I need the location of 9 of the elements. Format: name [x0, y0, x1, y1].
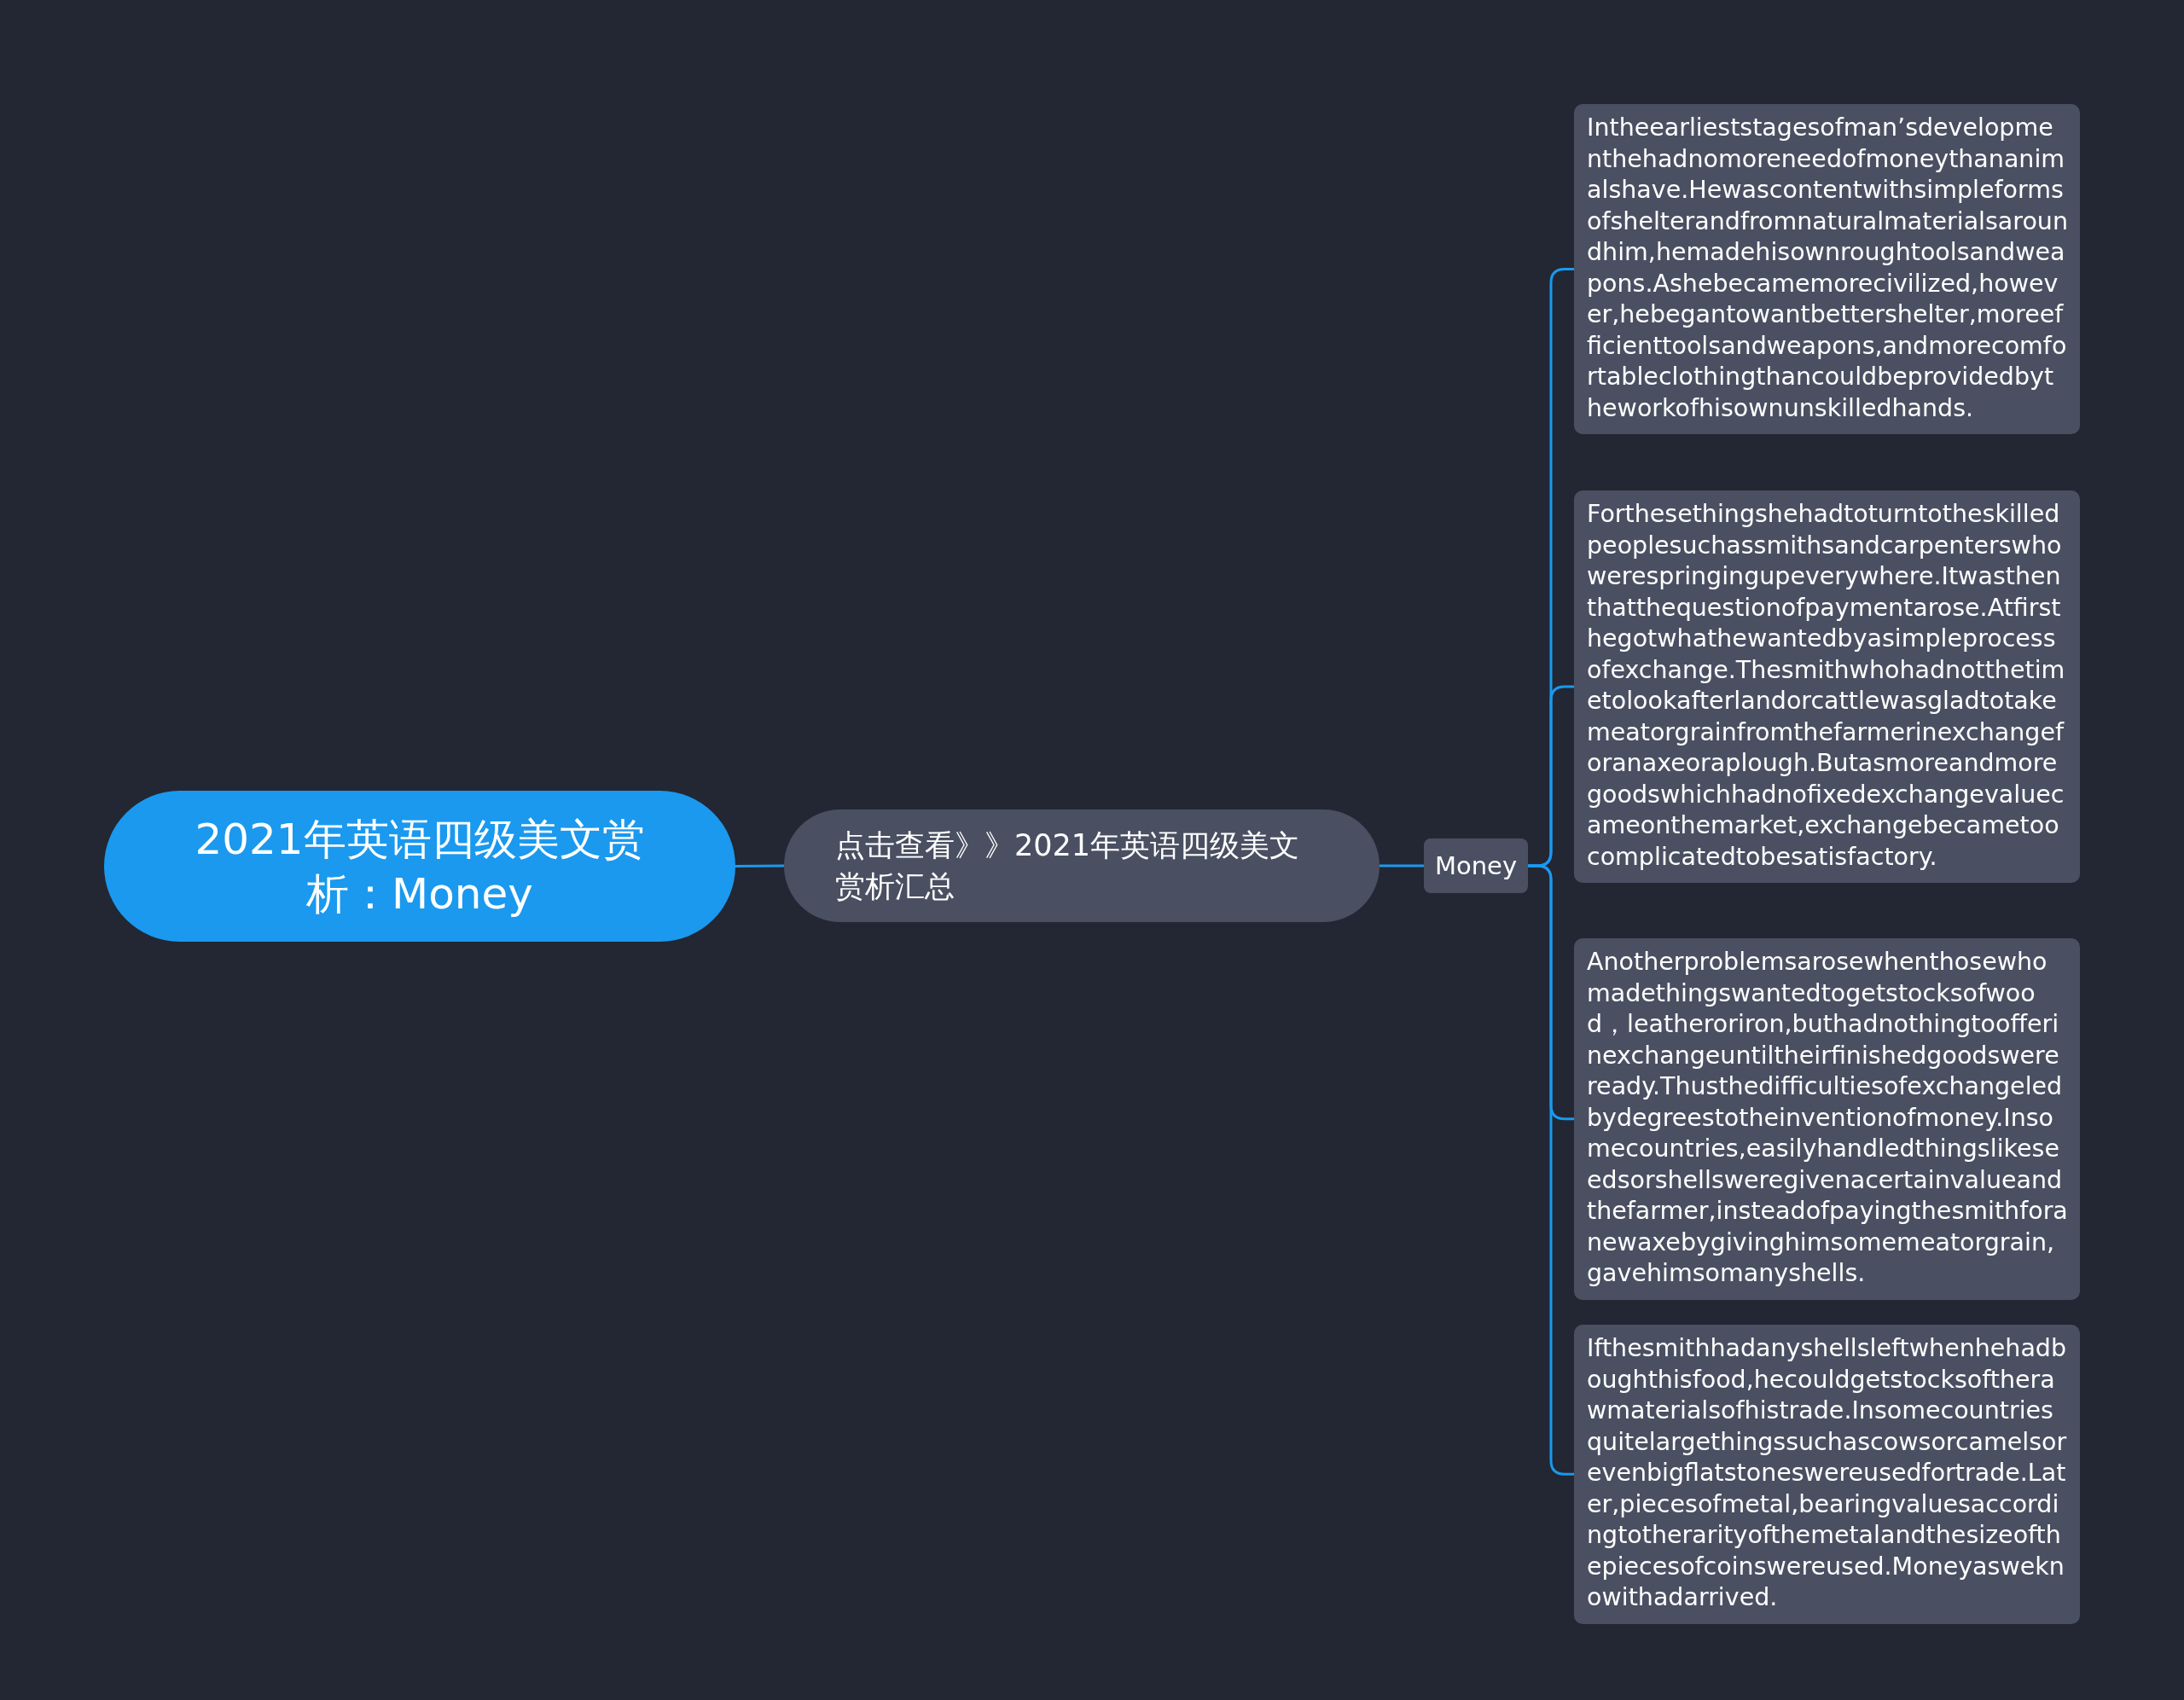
- text-card: Intheearlieststagesofman’sdevelopmenthehadnomoreneedofmoneythananimalshave.Hewascontentwithsimpleformsofshelterandfromnaturalmaterialsaroundhim,hemadehisownroughtoolsandweapons.Ashebecamemorecivilized,however,hebegantowantbettershelter,moreefficienttoolsandweapons,andmorecomfortableclothingthancouldbeprovidedbytheworkofhisownunskilledhands.: [1574, 104, 2080, 434]
- connector-line: [1380, 864, 1424, 867]
- text-card: Ifthesmithhadanyshellsleftwhenhehadboughthisfood,hecouldgetstocksoftherawmaterialsofhistrade.Insomecountriesquitelargethingssuchascowsorcamelsorevenbigflatstoneswereusedfortrade.Later,piecesofmetal,bearingvaluesaccordingtotherarityofthemetalandthesizeofthepiecesofcoinswereused.Moneyasweknowithadarrived.: [1574, 1325, 2080, 1624]
- connector-line: [735, 864, 784, 867]
- topic-box: Money: [1424, 838, 1528, 893]
- topic-box: 点击查看》》2021年英语四级美文赏析汇总: [784, 809, 1380, 922]
- root-topic-box: 2021年英语四级美文赏析：Money: [104, 791, 735, 942]
- text-card: Anotherproblemsarosewhenthosewhomadethingswantedtogetstocksofwood，leatheroriron,buthadnothingtoofferinexchangeuntiltheirfinishedgoodswereready.Thusthedifficultiesofexchangeledbydegreestotheinventionofmoney.Insomecountries,easilyhandledthingslikeseedsorshellsweregivenacertainvalueandthefarmer,insteadofpayingthesmithforanewaxebygivinghimsomemeatorgrain,gavehimsomanyshells.: [1574, 938, 2080, 1300]
- text-card: Forthesethingshehadtoturntotheskilledpeoplesuchassmithsandcarpenterswhowerespringingupeverywhere.Itwasthenthatthequestionofpaymentarose.Atfirsthegotwhathewantedbyasimpleprocessofexchange.Thesmithwhohadnotthetimetolookafterlandorcattlewasgladtotakemeatorgrainfromthefarmerinexchangeforanaxeoraplough.Butasmoreandmoregoodswhichhadnofixedexchangevaluecameonthemarket,exchangebecametoocomplicatedtobesatisfactory.: [1574, 490, 2080, 883]
